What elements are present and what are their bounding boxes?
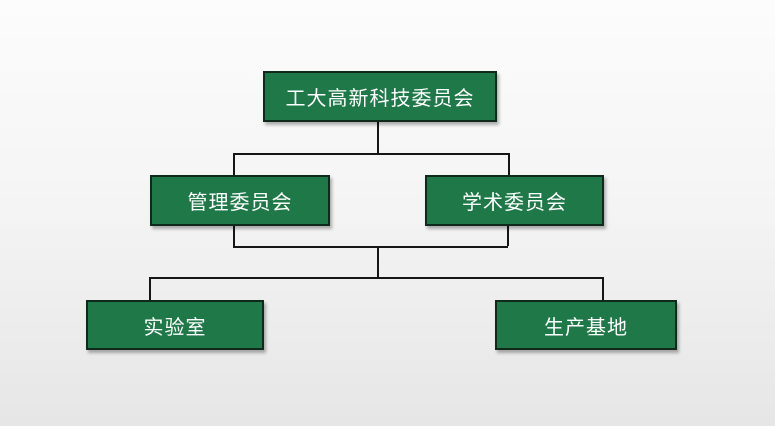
- org-node-management: 管理委员会: [150, 175, 330, 226]
- connector-drop-management: [233, 153, 235, 176]
- connector-root-stem: [377, 122, 379, 153]
- org-node-laboratory: 实验室: [86, 300, 264, 350]
- connector-merge-stem: [377, 246, 379, 277]
- org-node-academic-label: 学术委员会: [462, 190, 567, 214]
- org-node-academic: 学术委员会: [425, 175, 604, 226]
- connector-drop-production-base: [602, 277, 604, 300]
- org-node-production-base-label: 生产基地: [544, 314, 628, 339]
- org-node-laboratory-label: 实验室: [143, 314, 207, 339]
- org-node-root: 工大高新科技委员会: [263, 71, 497, 122]
- connector-level3-rail: [149, 277, 603, 279]
- connector-drop-laboratory: [149, 277, 151, 300]
- connector-rise-management: [233, 226, 235, 246]
- connector-drop-academic: [508, 153, 510, 176]
- connector-merge-rail: [233, 246, 508, 248]
- org-node-root-label: 工大高新科技委员会: [285, 86, 475, 110]
- org-node-production-base: 生产基地: [495, 300, 677, 350]
- org-node-management-label: 管理委员会: [187, 190, 293, 214]
- connector-level2-rail: [233, 153, 509, 155]
- connector-rise-academic: [507, 226, 509, 246]
